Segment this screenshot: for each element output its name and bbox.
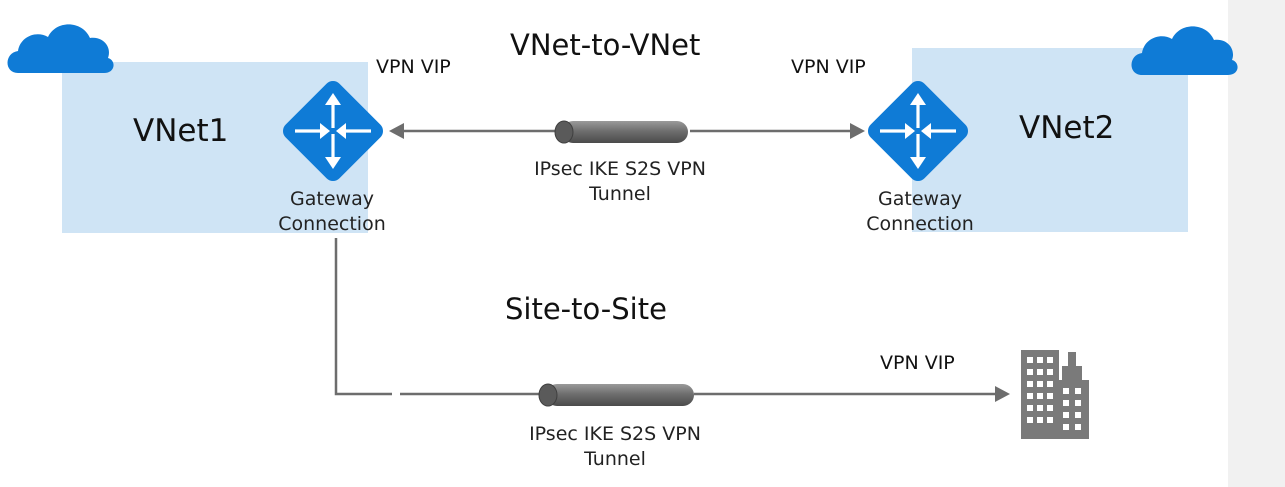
gateway-caption: Gateway Connection xyxy=(850,187,990,237)
section-title-site-to-site: Site-to-Site xyxy=(505,292,667,326)
tunnel-caption-line: IPsec IKE S2S VPN xyxy=(534,158,706,180)
background-band xyxy=(1228,0,1285,487)
arrow-right-icon xyxy=(995,386,1010,402)
gateway-caption-line: Connection xyxy=(278,213,386,235)
gateway-caption-line: Gateway xyxy=(878,188,962,210)
tunnel-caption: IPsec IKE S2S VPN Tunnel xyxy=(500,422,730,472)
cloud-icon xyxy=(7,24,114,73)
arrow-left-icon xyxy=(389,123,404,139)
gateway-caption: Gateway Connection xyxy=(262,187,402,237)
section-title-vnet-to-vnet: VNet-to-VNet xyxy=(510,28,701,62)
gateway-router-icon xyxy=(282,80,384,182)
gateway-caption-line: Gateway xyxy=(290,188,374,210)
site-to-site-connector xyxy=(334,238,996,396)
vnet1-label: VNet1 xyxy=(133,113,229,149)
vpn-tunnel-pipe-icon xyxy=(554,120,688,144)
gateway-caption-line: Connection xyxy=(866,213,974,235)
arrow-right-icon xyxy=(850,123,865,139)
vpn-tunnel-pipe-icon xyxy=(538,383,694,407)
vpn-vip-label: VPN VIP xyxy=(791,56,866,78)
vpn-vip-label: VPN VIP xyxy=(880,352,955,374)
tunnel-caption-line: Tunnel xyxy=(584,448,646,470)
vnet2-label: VNet2 xyxy=(1019,110,1115,146)
tunnel-caption-line: IPsec IKE S2S VPN xyxy=(529,423,701,445)
tunnel-caption-line: Tunnel xyxy=(589,183,651,205)
building-icon xyxy=(1021,350,1089,439)
tunnel-caption: IPsec IKE S2S VPN Tunnel xyxy=(510,157,730,207)
cloud-icon xyxy=(1131,26,1238,75)
vpn-vip-label: VPN VIP xyxy=(376,56,451,78)
gateway-router-icon xyxy=(867,80,969,182)
